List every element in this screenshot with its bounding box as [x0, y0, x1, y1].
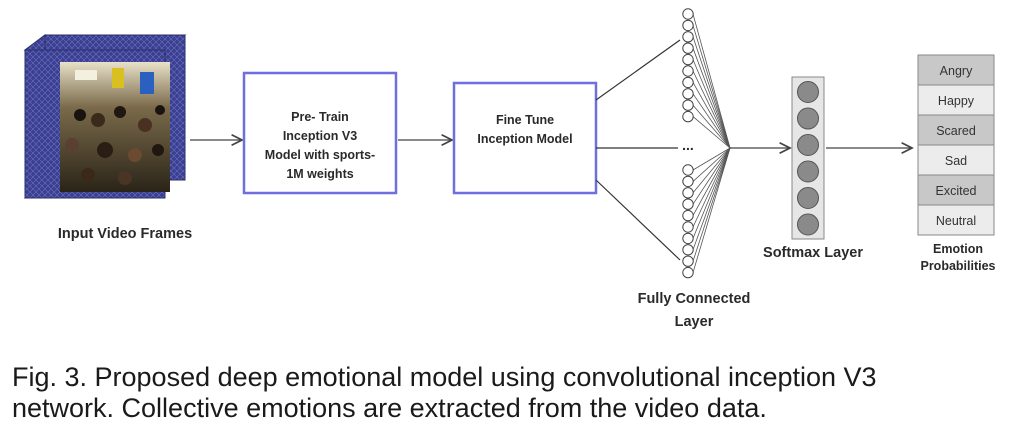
fc-neuron — [682, 76, 694, 89]
emotion-cell-sad — [917, 144, 995, 176]
emotion-caption-line-2: Probabilities — [920, 259, 995, 273]
fc-neuron — [682, 42, 694, 54]
emotion-cell-excited — [917, 174, 995, 206]
fc-connection — [692, 147, 731, 250]
emotion-label-scared: Scared — [936, 124, 976, 138]
fc-connection — [692, 70, 731, 149]
softmax-layer — [791, 76, 825, 240]
fc-connection — [692, 93, 731, 149]
fc-neuron — [682, 88, 694, 100]
fc-connection — [692, 25, 731, 149]
softmax-label: Softmax Layer — [763, 245, 863, 261]
emotion-label-angry: Angry — [940, 64, 973, 78]
fc-neuron — [682, 209, 694, 222]
emotion-cell-neutral — [917, 204, 995, 236]
fc-connection — [692, 147, 731, 194]
fully-connected-layer — [682, 8, 731, 279]
fc-neuron — [682, 31, 694, 43]
pretrain-line-4: 1M weights — [286, 167, 353, 181]
fc-neuron — [682, 198, 694, 210]
pretrain-box: Pre- Train Inception V3 Model with sport… — [242, 71, 398, 195]
fc-connection — [692, 147, 731, 216]
softmax-neuron — [797, 107, 819, 130]
fc-neuron — [682, 187, 694, 199]
fc-neuron — [682, 110, 694, 123]
fc-neuron — [682, 8, 694, 20]
fc-connection — [692, 147, 731, 273]
fc-neuron — [682, 65, 694, 77]
caption-line-1: Fig. 3. Proposed deep emotional model us… — [12, 362, 877, 392]
fc-neuron — [682, 244, 694, 256]
video-frames-cube — [23, 34, 187, 200]
emotion-label-excited: Excited — [936, 184, 977, 198]
fc-neuron — [682, 266, 694, 279]
emotion-label-sad: Sad — [945, 154, 967, 168]
fc-connection — [692, 147, 731, 171]
fc-neuron — [682, 53, 694, 66]
fc-label-line-1: Fully Connected — [638, 291, 751, 307]
input-label: Input Video Frames — [58, 226, 192, 242]
fc-neuron — [682, 255, 694, 267]
caption-line-2: network. Collective emotions are extract… — [12, 393, 767, 423]
finetune-box: Fine Tune Inception Model — [452, 81, 598, 195]
fc-label-line-2: Layer — [675, 314, 714, 330]
emotion-label-neutral: Neutral — [936, 214, 976, 228]
softmax-neuron — [797, 134, 819, 156]
emotion-cell-scared — [917, 114, 995, 146]
pretrain-line-3: Model with sports- — [265, 148, 375, 162]
fc-neuron — [682, 99, 694, 111]
model-diagram: Input Video Frames Pre- Train Inception … — [23, 8, 996, 330]
softmax-neuron — [797, 187, 819, 209]
emotion-caption-line-1: Emotion — [933, 242, 983, 256]
finetune-line-1: Fine Tune — [496, 113, 554, 127]
fc-connection — [692, 116, 731, 149]
softmax-neuron — [797, 213, 819, 236]
fc-ellipsis: ... — [682, 137, 694, 153]
figure-caption: Fig. 3. Proposed deep emotional model us… — [12, 362, 1017, 424]
softmax-neuron — [797, 81, 819, 103]
fc-connection — [692, 36, 731, 149]
fc-neuron — [682, 164, 694, 176]
fc-connection — [692, 82, 731, 149]
fc-connection — [692, 13, 731, 149]
fc-connection — [692, 147, 731, 239]
pretrain-line-1: Pre- Train — [291, 110, 349, 124]
finetune-line-2: Inception Model — [477, 132, 572, 146]
pretrain-line-2: Inception V3 — [283, 129, 357, 143]
fc-connection — [692, 147, 731, 262]
connector-finetune-fc-bottom — [595, 179, 681, 261]
fc-connection — [692, 147, 731, 205]
fc-connection — [692, 104, 731, 149]
fc-neuron — [682, 232, 694, 245]
emotion-label-happy: Happy — [938, 94, 975, 108]
fc-connection — [692, 48, 731, 149]
fc-neuron — [682, 19, 694, 32]
fc-connection — [692, 147, 731, 228]
fc-neuron — [682, 175, 694, 188]
fc-neuron — [682, 221, 694, 233]
connector-finetune-fc-top — [595, 39, 681, 101]
fc-connection — [692, 147, 731, 182]
video-frame-image — [60, 62, 170, 192]
fc-connection — [692, 59, 731, 149]
softmax-neuron — [797, 160, 819, 183]
